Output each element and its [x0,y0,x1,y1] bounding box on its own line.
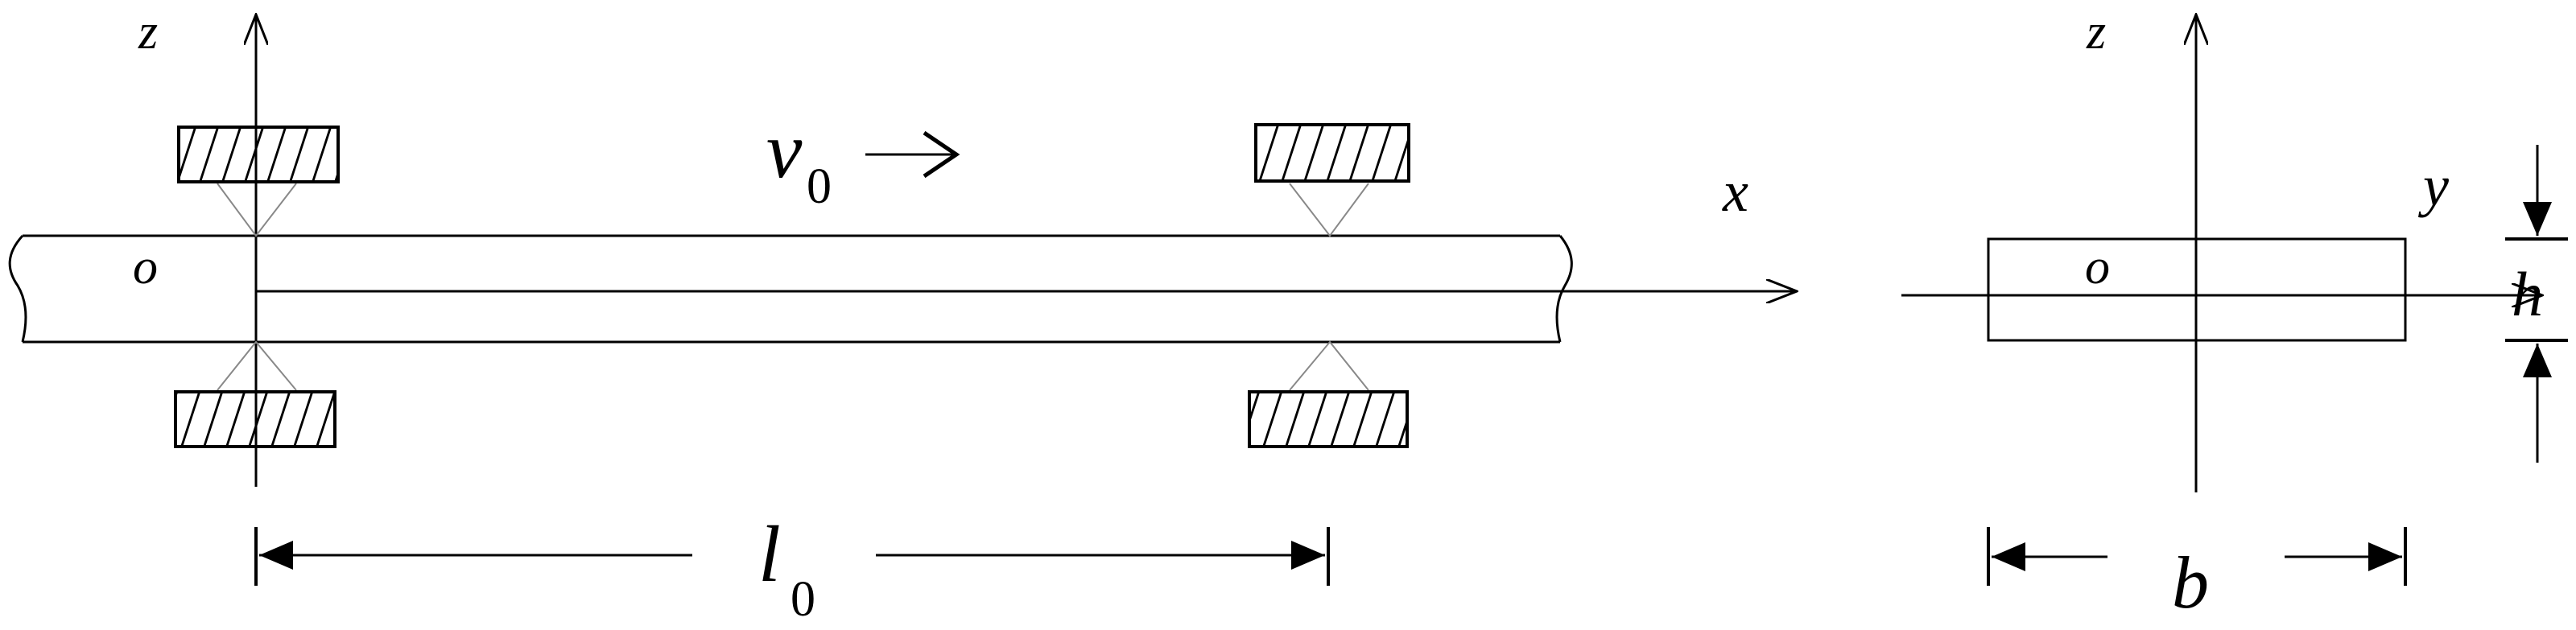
width-dimension: b [1987,527,2407,624]
velocity-symbol: v [766,105,803,195]
roller-top-right [1254,123,1410,183]
span-dimension: l 0 [254,509,1330,627]
height-symbol: h [2512,259,2543,329]
roller-bottom-left [174,390,336,448]
roller-bottom-right [1248,390,1409,448]
velocity-arrow [865,130,960,179]
x-axis-label: x [1722,159,1748,224]
y-axis-label: y [2417,154,2449,218]
roller-top-left [177,126,340,183]
origin-label-right: o [2085,240,2110,294]
velocity-label: v 0 [766,105,832,214]
velocity-subscript: 0 [807,159,832,214]
span-symbol: l [758,509,781,599]
origin-label-left: o [133,240,158,294]
width-symbol: b [2172,541,2209,624]
left-view: z x o [8,5,1797,627]
z-axis-label-left: z [138,5,158,60]
z-axis-label-right: z [2086,5,2106,60]
height-dimension: h [2505,145,2568,463]
moving-strip [8,234,1573,344]
cross-section [1987,237,2407,342]
right-view: z y o h b [1901,5,2568,624]
span-subscript: 0 [791,572,815,627]
roller-supports [217,183,1369,391]
